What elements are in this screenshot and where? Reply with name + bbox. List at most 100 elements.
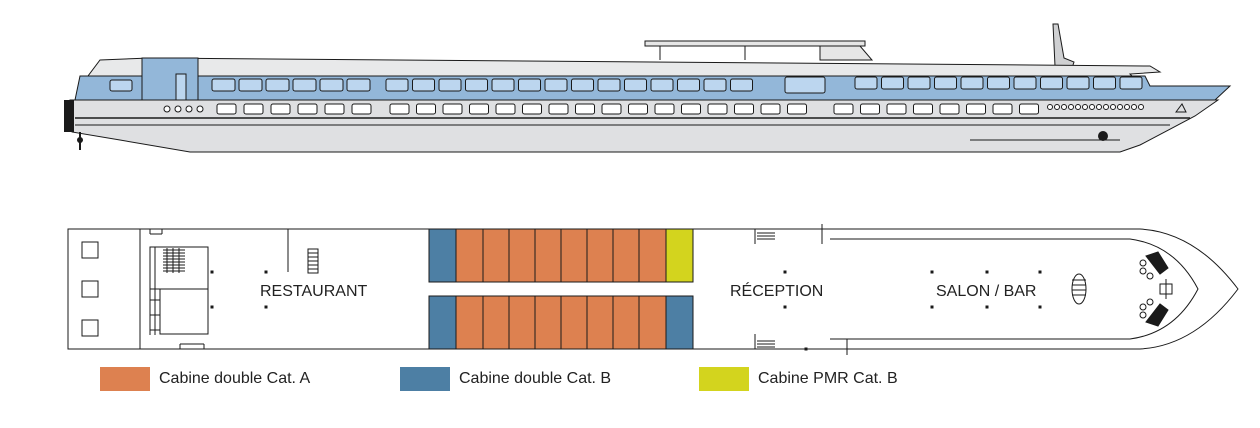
window	[886, 103, 907, 115]
window	[575, 103, 595, 115]
cabin-bottom-8	[612, 295, 640, 350]
cabin-bottom-1	[428, 295, 457, 350]
porthole	[185, 105, 193, 113]
legend-swatch-pmr	[699, 367, 749, 391]
window	[412, 78, 435, 92]
legend-label-cat-b: Cabine double Cat. B	[459, 370, 612, 387]
window	[1040, 76, 1063, 90]
pillar	[985, 305, 989, 309]
window	[544, 78, 568, 92]
deck-outline	[67, 228, 1239, 350]
portholes	[163, 104, 1144, 113]
window	[650, 78, 674, 92]
room-label-salon-bar: SALON / BAR	[936, 283, 1036, 300]
galley	[139, 229, 209, 349]
wheelhouse	[109, 57, 199, 101]
window	[216, 103, 237, 115]
window	[389, 103, 410, 115]
window	[518, 78, 541, 92]
pillar	[783, 270, 787, 274]
cabin-bottom-5	[534, 295, 562, 350]
porthole	[1096, 104, 1102, 110]
legend-label-pmr: Cabine PMR Cat. B	[758, 370, 898, 387]
porthole	[1110, 104, 1116, 110]
porthole	[1117, 104, 1123, 110]
window	[211, 78, 236, 92]
window	[934, 76, 957, 90]
porthole	[1124, 104, 1130, 110]
window	[654, 103, 675, 115]
cabin-top-10	[665, 228, 694, 283]
cabin-bottom-7	[586, 295, 614, 350]
window	[939, 103, 960, 115]
porthole	[1054, 104, 1060, 110]
cabin-top-5	[534, 228, 562, 283]
window	[730, 78, 753, 92]
pillars	[210, 270, 1042, 351]
pillar	[1038, 270, 1042, 274]
porthole	[1138, 104, 1144, 110]
window	[265, 78, 290, 92]
ship-profile	[64, 23, 1232, 153]
room-label-restaurant: RESTAURANT	[260, 283, 367, 300]
window	[1013, 76, 1037, 90]
window	[571, 78, 594, 92]
window	[624, 78, 647, 92]
pillar	[210, 270, 214, 274]
porthole	[1089, 104, 1095, 110]
cabin-top-9	[638, 228, 667, 283]
window	[442, 103, 463, 115]
cabins	[428, 228, 694, 350]
window	[1119, 76, 1143, 90]
window	[787, 103, 807, 115]
window	[992, 103, 1013, 115]
porthole	[1061, 104, 1067, 110]
anchor-icon	[1098, 131, 1108, 141]
window	[469, 103, 489, 115]
cabin-top-3	[482, 228, 510, 283]
pillar	[985, 270, 989, 274]
window	[243, 103, 264, 115]
pillar	[783, 305, 787, 309]
legend-item-cat-a: Cabine double Cat. A	[100, 366, 310, 392]
legend-item-pmr: Cabine PMR Cat. B	[699, 366, 898, 392]
window	[548, 103, 569, 115]
restaurant-stairs-icon	[307, 248, 319, 274]
cabin-top-2	[455, 228, 484, 283]
porthole	[196, 105, 204, 113]
porthole	[1131, 104, 1137, 110]
window	[987, 76, 1010, 90]
window	[628, 103, 648, 115]
window	[319, 78, 344, 92]
porthole	[1082, 104, 1088, 110]
window	[601, 103, 622, 115]
cabin-top-4	[508, 228, 536, 283]
cabin-bottom-4	[508, 295, 536, 350]
pillar	[930, 305, 934, 309]
legend-swatch-cat-a	[100, 367, 150, 391]
cabin-top-8	[612, 228, 640, 283]
bow-mark-icon	[1175, 103, 1187, 113]
cabin-bottom-3	[482, 295, 510, 350]
window	[913, 103, 933, 115]
window	[677, 78, 700, 92]
sun-deck-canopy	[644, 40, 874, 61]
window	[960, 76, 984, 90]
pillar	[930, 270, 934, 274]
propeller-icon	[77, 132, 83, 150]
reception-stairs-icon	[754, 229, 775, 349]
legend-item-cat-b: Cabine double Cat. B	[400, 366, 611, 392]
pillar	[804, 347, 808, 351]
window	[703, 78, 727, 92]
porthole	[1068, 104, 1074, 110]
galley-stairs-icon	[163, 248, 185, 273]
spiral-stair-icon	[1071, 273, 1087, 305]
window	[465, 78, 488, 92]
window	[297, 103, 318, 115]
window	[854, 76, 878, 90]
window	[491, 78, 515, 92]
window	[860, 103, 880, 115]
window	[238, 78, 263, 92]
salon-outline	[830, 238, 1199, 340]
